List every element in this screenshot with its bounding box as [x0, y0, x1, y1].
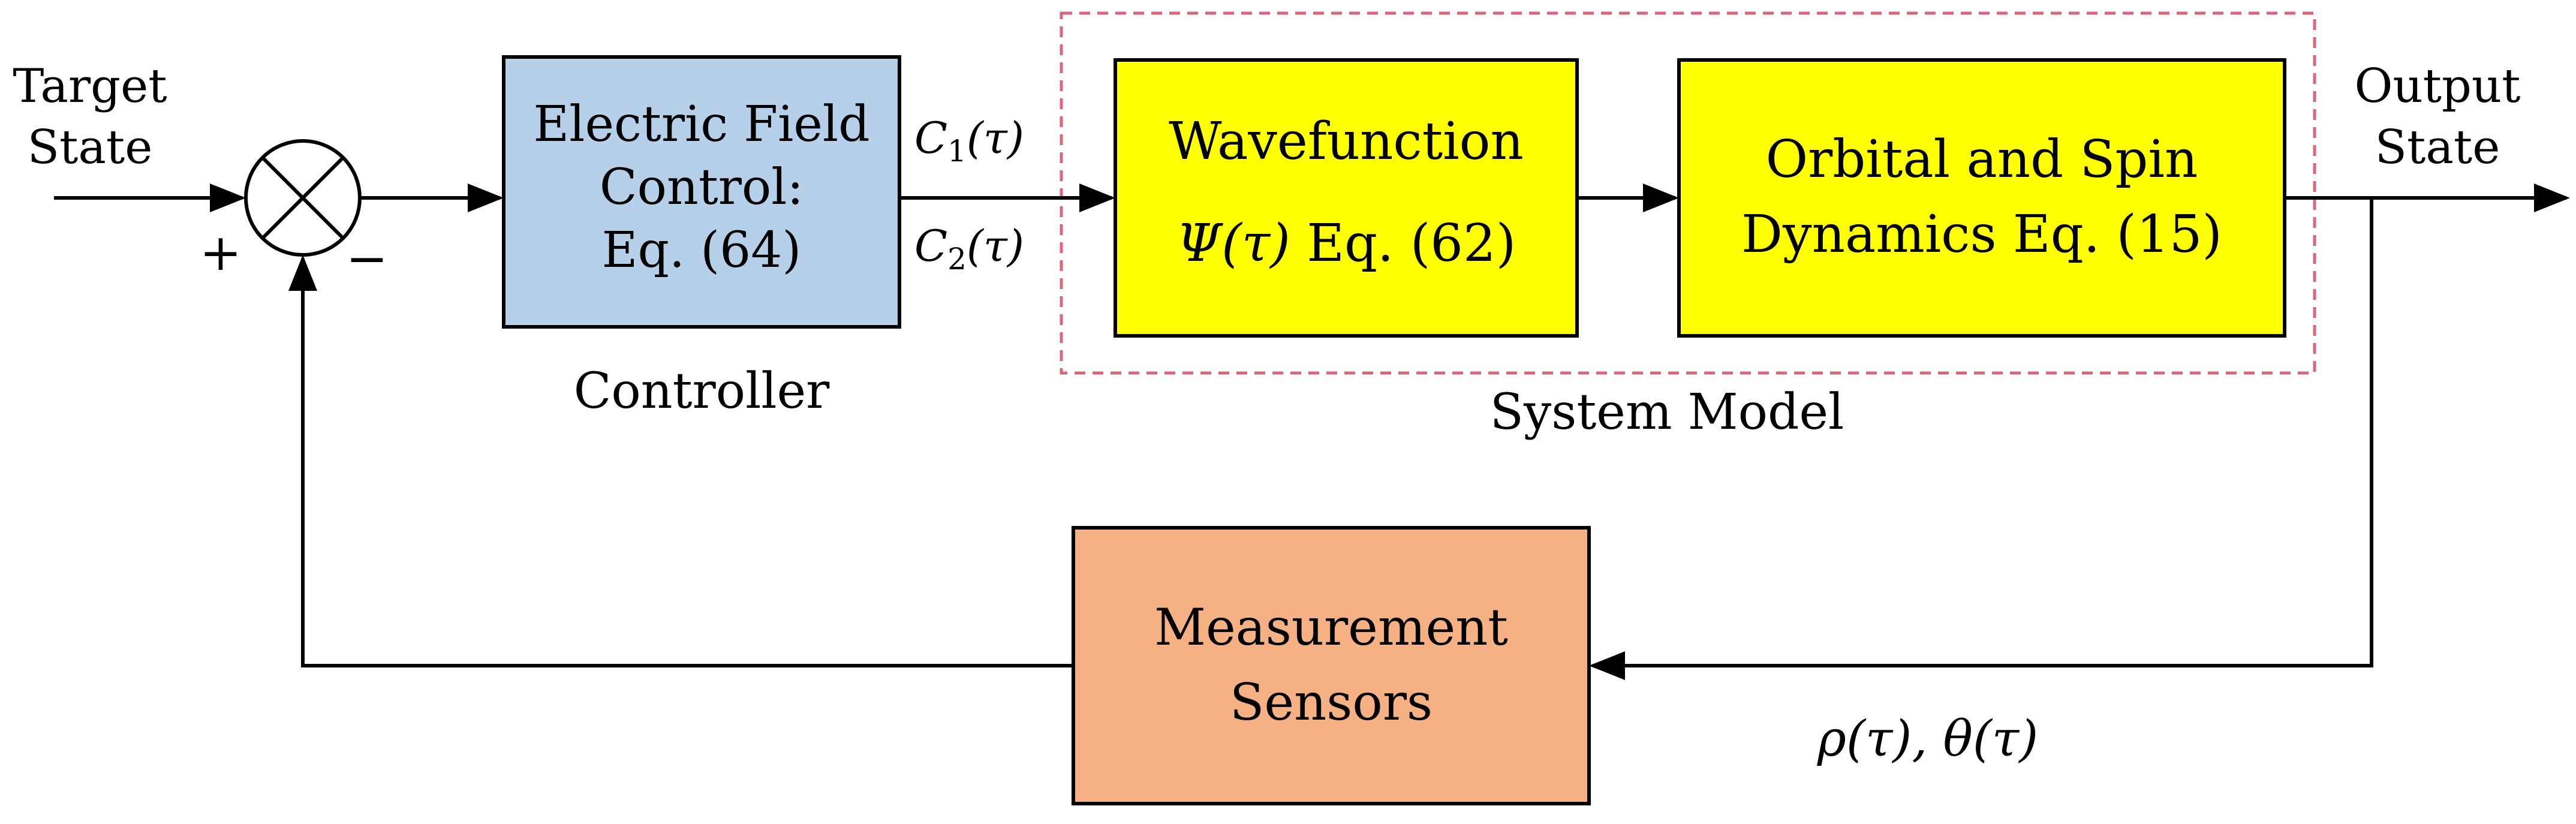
system-model-boundary: [1060, 11, 2316, 375]
measurement-sensors-block: [1072, 526, 1591, 805]
controller-caption: Controller: [574, 363, 830, 420]
controller-block-line2: Control:: [600, 159, 804, 216]
sensors-block-line2: Sensors: [1230, 673, 1433, 732]
dynamics-block-line1: Orbital and Spin: [1766, 130, 2198, 190]
measurement-signals-label: ρ(τ), θ(τ): [1817, 711, 2038, 768]
wavefunction-block: [1114, 58, 1579, 338]
target-state-label-line2: State: [28, 121, 153, 175]
feedback-arrow: [288, 255, 1073, 667]
controller-block-line3: Eq. (64): [602, 222, 802, 279]
sensors-block-line1: Measurement: [1154, 598, 1508, 657]
output-state-label-line2: State: [2375, 121, 2500, 175]
c1-signal-label: C1(τ): [914, 113, 1024, 169]
controller-block-line1: Electric Field: [533, 96, 869, 153]
output-to-sensors-arrow: [1589, 198, 2373, 680]
plus-sign: +: [200, 223, 242, 282]
c2-signal-label: C2(τ): [914, 221, 1024, 276]
controller-block: [502, 55, 901, 329]
wavefunction-block-line1: Wavefunction: [1169, 112, 1524, 172]
minus-sign: −: [346, 229, 388, 288]
output-state-label-line1: Output: [2354, 59, 2520, 113]
system-model-caption: System Model: [1490, 384, 1844, 441]
dynamics-block-line2: Dynamics Eq. (15): [1741, 205, 2222, 264]
dynamics-block: [1677, 58, 2286, 338]
summing-junction-icon: [244, 139, 362, 257]
target-state-label-line1: Target: [13, 59, 167, 113]
wavefunction-block-line2: Ψ(τ) Eq. (62): [1176, 213, 1516, 273]
